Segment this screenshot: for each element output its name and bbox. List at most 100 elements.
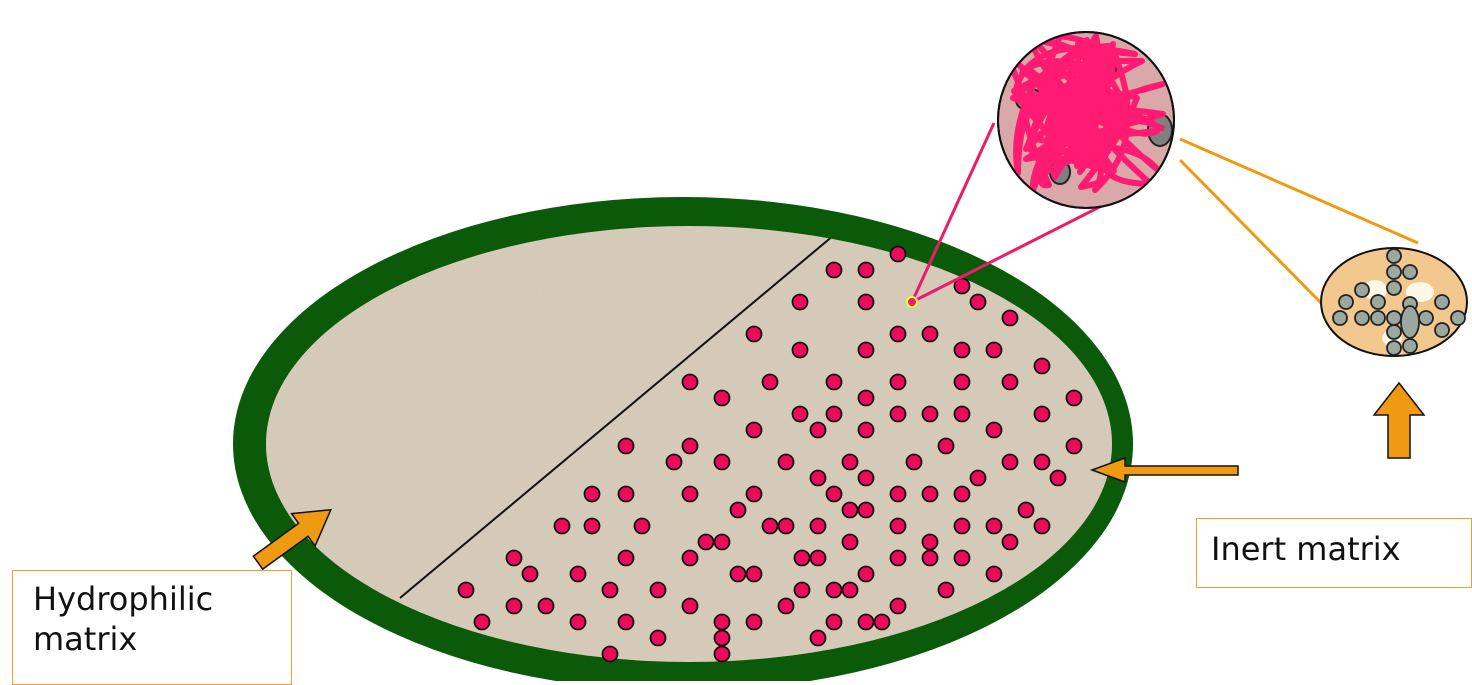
drug-particle <box>891 599 906 614</box>
drug-particle <box>715 615 730 630</box>
drug-particle <box>763 519 778 534</box>
drug-particle <box>747 615 762 630</box>
polymer-inset <box>998 32 1174 208</box>
drug-particle <box>827 487 842 502</box>
drug-particle <box>635 519 650 534</box>
hydrophilic-label-line2: matrix <box>33 619 291 659</box>
drug-particle <box>603 647 618 662</box>
drug-particle <box>779 519 794 534</box>
callout-line-orange <box>1180 160 1328 310</box>
drug-particle <box>507 599 522 614</box>
inert-granule <box>1355 311 1369 325</box>
inert-granule <box>1371 295 1385 309</box>
drug-particle <box>747 327 762 342</box>
drug-particle <box>715 535 730 550</box>
drug-particle <box>843 503 858 518</box>
drug-particle <box>1051 471 1066 486</box>
drug-particle <box>923 487 938 502</box>
drug-particle <box>1067 391 1082 406</box>
inert-granule <box>1387 325 1401 339</box>
drug-particle <box>923 327 938 342</box>
drug-particle <box>555 519 570 534</box>
drug-particle <box>747 567 762 582</box>
drug-particle <box>683 375 698 390</box>
drug-particle <box>585 519 600 534</box>
drug-particle <box>859 615 874 630</box>
drug-particle <box>971 471 986 486</box>
drug-particle <box>955 407 970 422</box>
drug-particle <box>891 487 906 502</box>
drug-particle <box>619 615 634 630</box>
drug-particle <box>651 631 666 646</box>
drug-particle <box>683 599 698 614</box>
drug-particle <box>955 551 970 566</box>
drug-particle <box>603 583 618 598</box>
drug-particle <box>539 599 554 614</box>
inert-matrix-label: Inert matrix <box>1196 518 1472 588</box>
inert-granule <box>1403 265 1417 279</box>
drug-particle <box>971 295 986 310</box>
drug-particle <box>811 631 826 646</box>
drug-particle <box>793 343 808 358</box>
drug-particle <box>715 647 730 662</box>
drug-particle <box>923 407 938 422</box>
drug-particle <box>955 519 970 534</box>
drug-particle <box>651 583 666 598</box>
drug-particle <box>475 615 490 630</box>
drug-particle <box>811 423 826 438</box>
inert-granule <box>1387 281 1401 295</box>
drug-particle <box>859 471 874 486</box>
drug-particle <box>459 583 474 598</box>
inert-granule <box>1451 311 1465 325</box>
drug-particle <box>843 583 858 598</box>
inert-granule <box>1387 341 1401 355</box>
arrow-icon <box>1374 383 1424 458</box>
drug-particle <box>843 535 858 550</box>
drug-particle <box>1003 375 1018 390</box>
drug-particle <box>619 487 634 502</box>
drug-particle <box>859 503 874 518</box>
inert-granule <box>1435 323 1449 337</box>
drug-particle <box>731 567 746 582</box>
drug-particle <box>1067 439 1082 454</box>
drug-particle <box>1035 519 1050 534</box>
drug-particle <box>715 455 730 470</box>
drug-particle <box>795 583 810 598</box>
drug-particle <box>585 487 600 502</box>
drug-particle <box>667 455 682 470</box>
drug-particle <box>1035 359 1050 374</box>
drug-particle <box>891 407 906 422</box>
drug-particle <box>891 327 906 342</box>
inert-granule <box>1419 311 1433 325</box>
drug-particle <box>955 375 970 390</box>
drug-particle <box>507 551 522 566</box>
inert-granule <box>1435 295 1449 309</box>
drug-particle <box>827 375 842 390</box>
drug-particle <box>859 295 874 310</box>
drug-particle <box>1003 535 1018 550</box>
drug-particle <box>779 455 794 470</box>
callout-origin <box>907 297 917 307</box>
drug-particle <box>715 391 730 406</box>
drug-particle <box>891 375 906 390</box>
drug-particle <box>859 423 874 438</box>
drug-particle <box>747 423 762 438</box>
drug-particle <box>1035 455 1050 470</box>
drug-particle <box>859 391 874 406</box>
drug-particle <box>571 615 586 630</box>
inert-granule <box>1387 249 1401 263</box>
drug-particle <box>923 535 938 550</box>
drug-particle <box>859 567 874 582</box>
hydrophilic-label-line1: Hydrophilic <box>33 579 291 619</box>
inert-granule <box>1339 295 1353 309</box>
drug-particle <box>1003 455 1018 470</box>
drug-particle <box>683 551 698 566</box>
drug-particle <box>891 551 906 566</box>
inert-granule <box>1387 311 1401 325</box>
inert-inset <box>1321 248 1467 356</box>
drug-particle <box>827 615 842 630</box>
drug-particle <box>715 631 730 646</box>
drug-particle <box>907 455 922 470</box>
drug-particle <box>939 583 954 598</box>
drug-particle <box>1035 407 1050 422</box>
